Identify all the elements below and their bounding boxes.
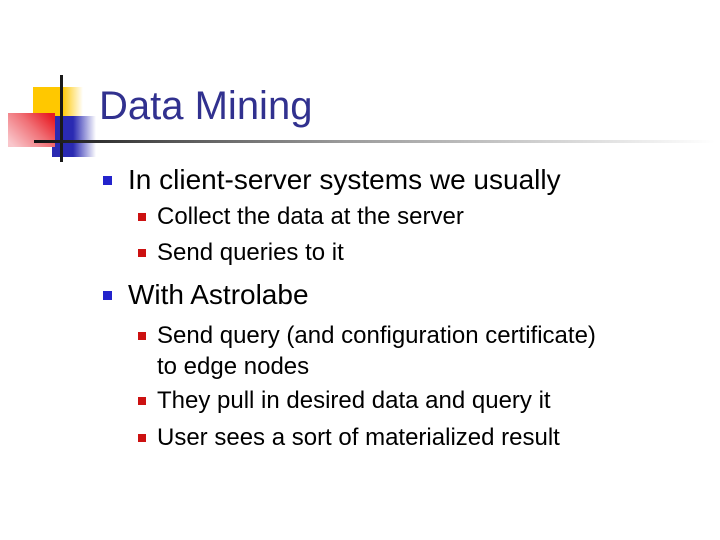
bullet-item-level2: User sees a sort of materialized result bbox=[138, 422, 560, 453]
bullet-item-level2: Send query (and configuration certificat… bbox=[138, 320, 596, 382]
bullet-text: They pull in desired data and query it bbox=[157, 387, 551, 414]
bullet-text: Collect the data at the server bbox=[157, 203, 464, 230]
bullet-text: Send query (and configuration certificat… bbox=[157, 322, 596, 381]
bullet-item-level1: With Astrolabe bbox=[103, 279, 309, 311]
blue-square-bullet-icon bbox=[103, 291, 112, 300]
ornament-blue-square bbox=[52, 116, 96, 157]
red-square-bullet-icon bbox=[138, 332, 146, 340]
bullet-item-level1: In client-server systems we usually bbox=[103, 164, 561, 196]
red-square-bullet-icon bbox=[138, 249, 146, 257]
blue-square-bullet-icon bbox=[103, 176, 112, 185]
title-divider-line bbox=[34, 140, 715, 143]
bullet-text: User sees a sort of materialized result bbox=[157, 424, 560, 451]
ornament-vertical-line bbox=[60, 75, 63, 162]
bullet-text: With Astrolabe bbox=[128, 279, 309, 310]
red-square-bullet-icon bbox=[138, 213, 146, 221]
slide-title: Data Mining bbox=[99, 84, 313, 128]
red-square-bullet-icon bbox=[138, 434, 146, 442]
ornament-yellow-square bbox=[33, 87, 83, 118]
bullet-item-level2: Send queries to it bbox=[138, 237, 344, 268]
bullet-item-level2: They pull in desired data and query it bbox=[138, 385, 551, 416]
red-square-bullet-icon bbox=[138, 397, 146, 405]
bullet-item-level2: Collect the data at the server bbox=[138, 201, 464, 232]
bullet-text: In client-server systems we usually bbox=[128, 164, 561, 195]
bullet-text: Send queries to it bbox=[157, 239, 344, 266]
